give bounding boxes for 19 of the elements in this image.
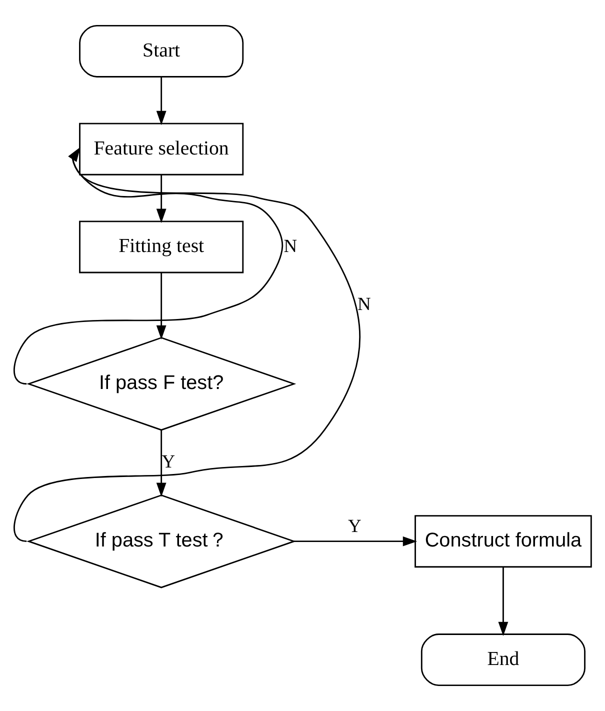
arrow [294, 536, 418, 546]
node-box: Feature selection [79, 122, 244, 176]
edge-label: N [284, 236, 298, 256]
node-diamond: If pass T test？ [26, 494, 296, 588]
edge-label: Y [162, 451, 176, 472]
node-box: Start [79, 24, 244, 78]
edge-label: Y [348, 516, 362, 536]
edge-label: N [358, 294, 371, 314]
arrow [156, 272, 166, 340]
arrow [498, 567, 508, 636]
node-diamond: If pass F test? [26, 337, 296, 431]
arrow [156, 174, 166, 223]
node-box: Construct formula [414, 515, 592, 568]
node-box: End [420, 634, 586, 686]
arrow [14, 147, 360, 542]
arrow [14, 147, 283, 385]
arrow [156, 77, 166, 126]
arrow [156, 430, 166, 497]
node-box: Fitting test [79, 220, 244, 274]
